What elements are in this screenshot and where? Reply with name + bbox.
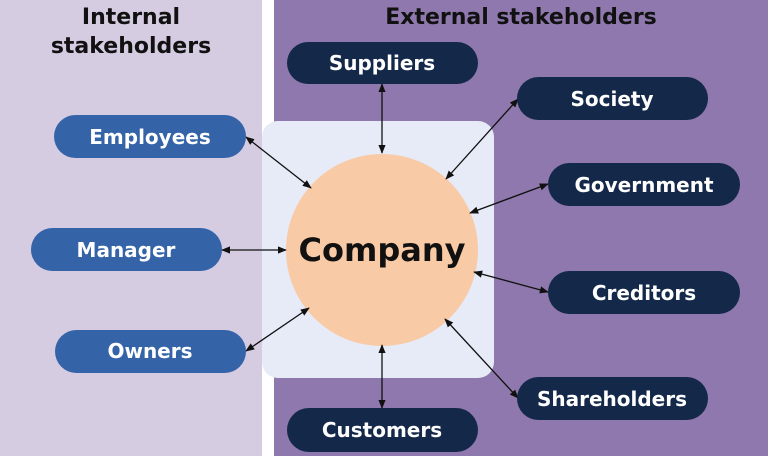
arrow-creditors xyxy=(473,270,549,294)
node-employees-label: Employees xyxy=(89,125,210,149)
node-government-label: Government xyxy=(574,173,714,197)
node-shareholders: Shareholders xyxy=(517,377,708,420)
node-creditors: Creditors xyxy=(548,271,740,314)
arrow-shareholders xyxy=(444,318,519,399)
internal-title-line1: Internal xyxy=(82,5,180,30)
node-employees: Employees xyxy=(54,115,246,158)
arrow-society xyxy=(445,98,519,180)
node-society: Society xyxy=(517,77,708,120)
internal-title-line2: stakeholders xyxy=(51,34,211,59)
node-owners-label: Owners xyxy=(107,339,192,363)
company-circle xyxy=(286,154,478,346)
node-owners: Owners xyxy=(55,330,246,373)
arrow-employees xyxy=(245,136,312,189)
node-suppliers-label: Suppliers xyxy=(329,51,435,75)
arrows xyxy=(221,83,549,409)
node-customers: Customers xyxy=(287,408,478,452)
node-society-label: Society xyxy=(570,87,653,111)
arrow-owners xyxy=(245,307,310,352)
company-label: Company xyxy=(299,231,466,269)
node-government: Government xyxy=(548,163,740,206)
arrow-government xyxy=(469,183,549,214)
node-shareholders-label: Shareholders xyxy=(537,387,687,411)
node-creditors-label: Creditors xyxy=(592,281,696,305)
external-title: External stakeholders xyxy=(385,5,657,30)
node-manager: Manager xyxy=(31,228,222,271)
node-customers-label: Customers xyxy=(322,418,442,442)
node-manager-label: Manager xyxy=(77,238,176,262)
node-suppliers: Suppliers xyxy=(287,42,478,84)
